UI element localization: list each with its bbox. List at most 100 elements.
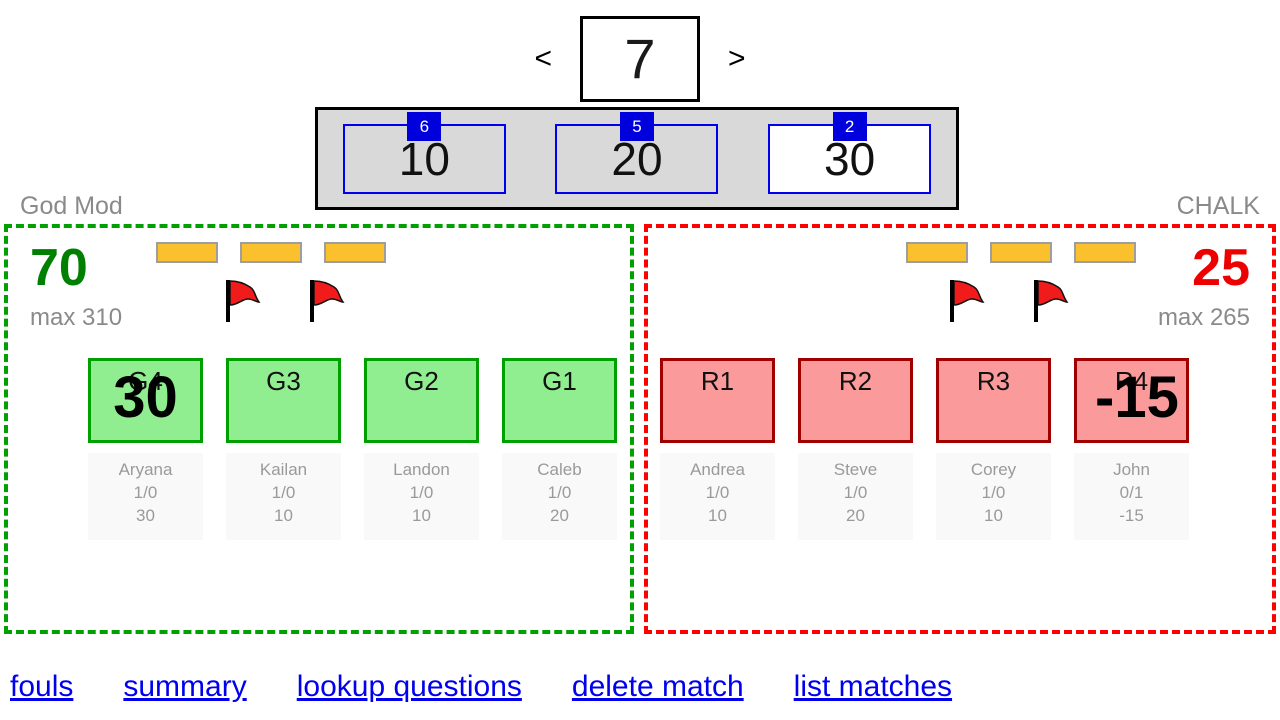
gold-card-row-right	[906, 242, 1136, 263]
red-flag-icon[interactable]	[948, 278, 986, 322]
bottom-link-bar: fouls summary lookup questions delete match…	[10, 672, 952, 702]
player-points: 10	[412, 505, 431, 525]
point-value-badge-20: 5	[619, 111, 654, 141]
next-round-button[interactable]: >	[728, 42, 746, 75]
player-name: Andrea	[690, 460, 745, 479]
player-slot-label: G4	[128, 366, 163, 396]
red-flag-icon[interactable]	[308, 278, 346, 322]
team-name-left: God Mod	[20, 192, 123, 220]
point-value-badge-10: 6	[407, 111, 442, 141]
player-name: Landon	[393, 460, 450, 479]
player-record: 0/1	[1119, 482, 1144, 502]
gold-card-icon[interactable]	[906, 242, 968, 263]
red-flag-icon[interactable]	[224, 278, 262, 322]
link-list-matches[interactable]: list matches	[793, 670, 953, 703]
point-value-label: 20	[611, 132, 663, 185]
player-slot-label: G2	[404, 366, 439, 396]
point-value-label: 10	[398, 132, 450, 185]
player-card-R1[interactable]: R1	[660, 358, 775, 443]
player-points: 30	[136, 505, 155, 525]
player-card-G1[interactable]: G1	[502, 358, 617, 443]
player-slot-label: R2	[838, 366, 873, 396]
player-points: 20	[846, 505, 865, 525]
player-slot-label: R1	[700, 366, 735, 396]
player-stats-G3: Kailan 1/0 10	[226, 453, 341, 540]
point-value-label: 30	[824, 132, 876, 185]
player-slot-label: R4	[1114, 366, 1149, 396]
point-value-badge-30: 2	[832, 111, 867, 141]
player-record: 1/0	[547, 482, 572, 502]
player-record: 1/0	[409, 482, 434, 502]
player-stats-G2: Landon 1/0 10	[364, 453, 479, 540]
player-name: Corey	[970, 460, 1017, 479]
player-card-G2[interactable]: G2	[364, 358, 479, 443]
player-name: Steve	[833, 460, 878, 479]
player-name: John	[1113, 460, 1150, 479]
player-name: Caleb	[537, 460, 582, 479]
round-number-box[interactable]: 7	[580, 16, 700, 102]
red-flag-icon[interactable]	[1032, 278, 1070, 322]
player-card-R2[interactable]: R2	[798, 358, 913, 443]
player-score-overlay: -15	[1095, 365, 1179, 430]
link-lookup-questions[interactable]: lookup questions	[296, 670, 522, 703]
gold-card-row-left	[156, 242, 386, 263]
player-slot-label: G3	[266, 366, 301, 396]
round-number-value: 7	[624, 27, 656, 90]
player-name: Kailan	[259, 460, 308, 479]
player-card-R3[interactable]: R3	[936, 358, 1051, 443]
previous-round-button[interactable]: <	[534, 42, 552, 75]
team-score-block-left: 70 max 310	[30, 242, 122, 330]
player-card-R4[interactable]: R4-15	[1074, 358, 1189, 443]
player-slot-label: R3	[976, 366, 1011, 396]
player-stats-R4: John 0/1 -15	[1074, 453, 1189, 540]
team-max-right: max 265	[1157, 304, 1250, 331]
gold-card-icon[interactable]	[1074, 242, 1136, 263]
gold-card-icon[interactable]	[156, 242, 218, 263]
player-stats-R1: Andrea 1/0 10	[660, 453, 775, 540]
link-summary[interactable]: summary	[123, 670, 247, 703]
player-stats-G4: Aryana 1/0 30	[88, 453, 203, 540]
gold-card-icon[interactable]	[990, 242, 1052, 263]
gold-card-icon[interactable]	[324, 242, 386, 263]
player-record: 1/0	[843, 482, 868, 502]
player-points: 10	[708, 505, 727, 525]
player-record: 1/0	[981, 482, 1006, 502]
team-name-right: CHALK	[1176, 192, 1260, 220]
flag-row-left	[224, 278, 346, 322]
player-slot-label: G1	[542, 366, 577, 396]
player-stats-R3: Corey 1/0 10	[936, 453, 1051, 540]
player-stats-G1: Caleb 1/0 20	[502, 453, 617, 540]
player-card-G3[interactable]: G3	[226, 358, 341, 443]
player-points: 10	[274, 505, 293, 525]
player-name: Aryana	[118, 460, 173, 479]
link-fouls[interactable]: fouls	[10, 670, 74, 703]
link-delete-match[interactable]: delete match	[571, 670, 744, 703]
player-points: 20	[550, 505, 569, 525]
player-record: 1/0	[271, 482, 296, 502]
player-record: 1/0	[133, 482, 158, 502]
player-points: 10	[984, 505, 1003, 525]
player-record: 1/0	[705, 482, 730, 502]
team-score-right: 25	[1192, 239, 1250, 297]
round-navigator: < 7 >	[0, 14, 1280, 104]
player-stats-R2: Steve 1/0 20	[798, 453, 913, 540]
team-score-block-right: 25 max 265	[1158, 242, 1250, 330]
gold-card-icon[interactable]	[240, 242, 302, 263]
player-points: -15	[1119, 505, 1144, 525]
